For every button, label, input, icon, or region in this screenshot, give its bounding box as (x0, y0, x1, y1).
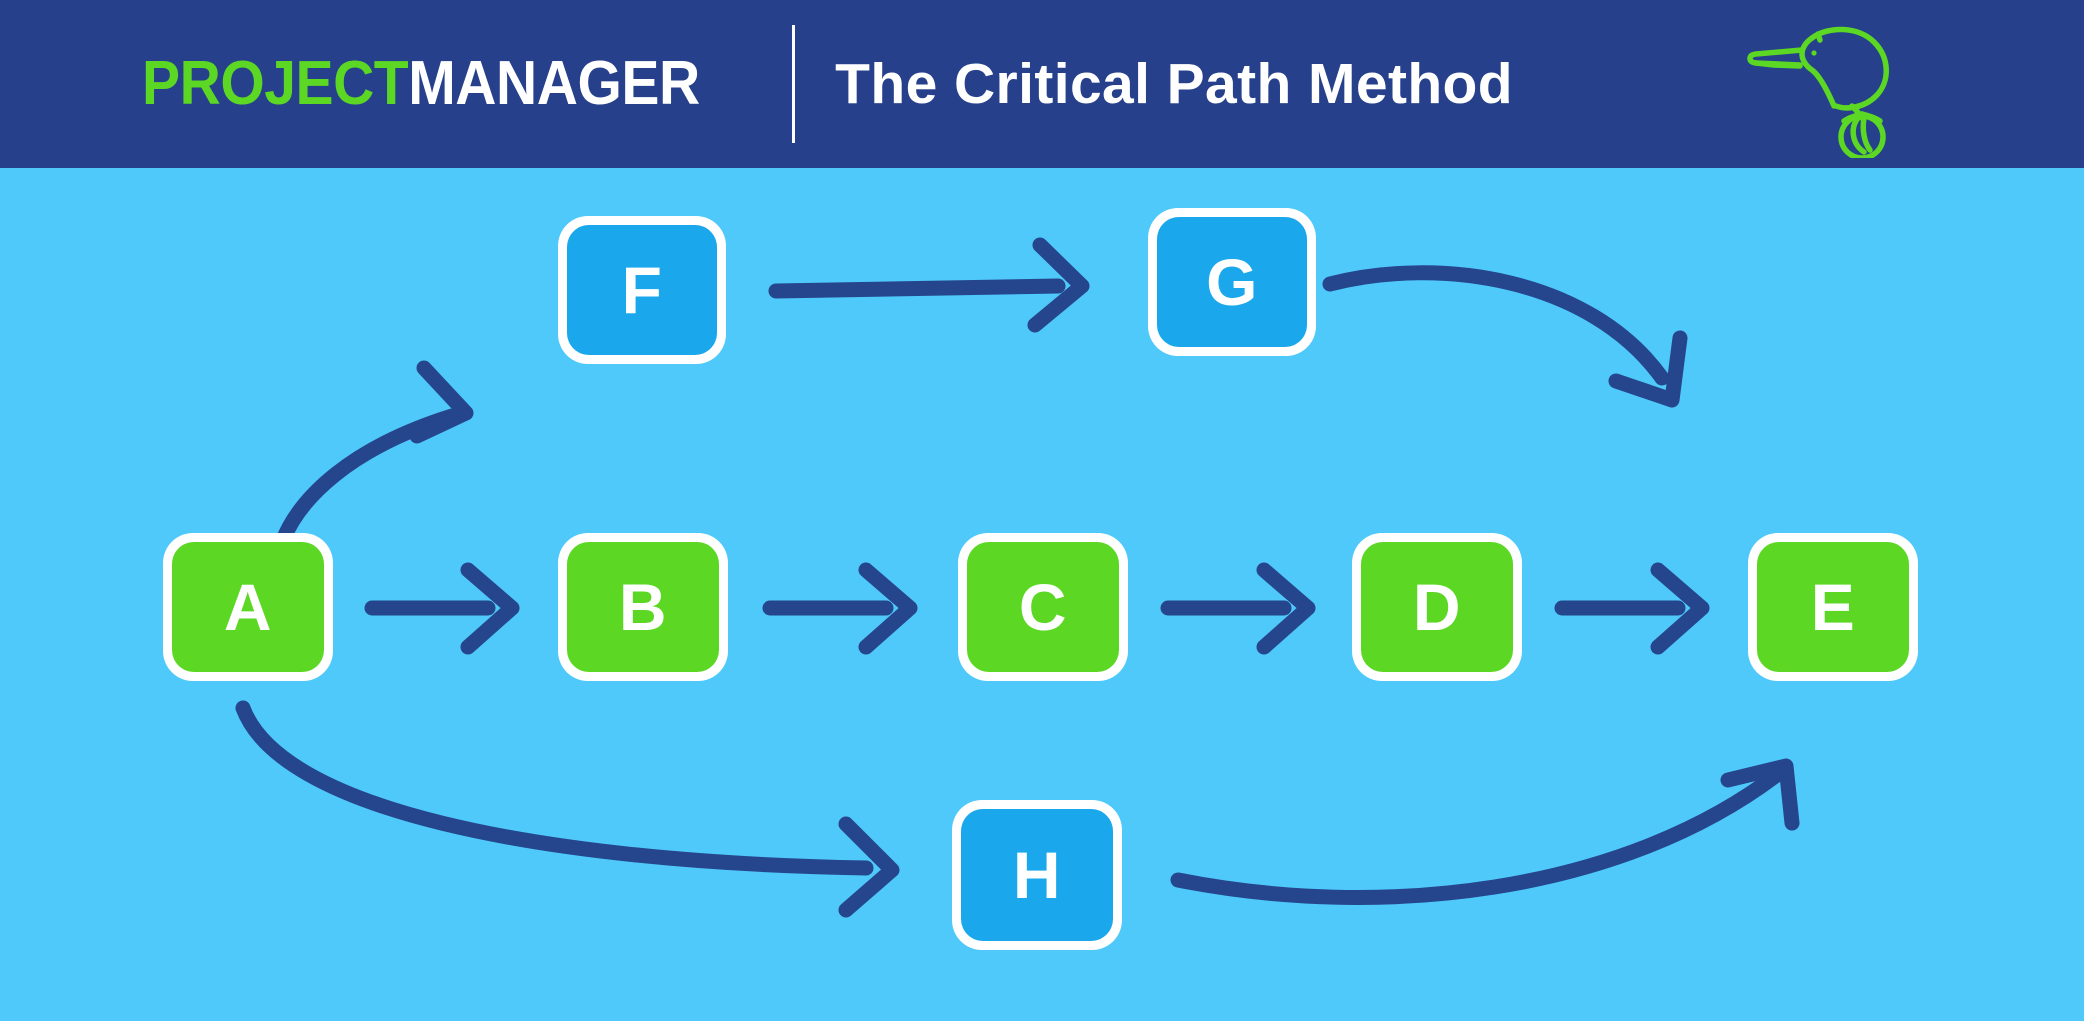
brand-project-text: PROJECT (142, 49, 409, 118)
node-d[interactable]: D (1352, 533, 1522, 681)
node-a-label: A (172, 542, 324, 672)
node-layer: F G A B C D E H (0, 168, 2084, 1021)
node-b[interactable]: B (558, 533, 728, 681)
node-e[interactable]: E (1748, 533, 1918, 681)
node-f-label: F (567, 225, 717, 355)
page-title: The Critical Path Method (835, 51, 1513, 116)
node-g-label: G (1157, 217, 1307, 347)
vertical-divider-icon (792, 25, 796, 143)
node-b-label: B (567, 542, 719, 672)
diagram-canvas: F G A B C D E H (0, 168, 2084, 1021)
node-h-label: H (961, 809, 1113, 941)
brand-manager-text: MANAGER (408, 49, 700, 118)
node-f[interactable]: F (558, 216, 726, 364)
header-content: PROJECTMANAGER The Critical Path Method (142, 0, 1513, 168)
node-c-label: C (967, 542, 1119, 672)
brand-logo-text: PROJECTMANAGER (142, 53, 700, 115)
kiwi-bird-icon (1747, 26, 1889, 158)
node-h[interactable]: H (952, 800, 1122, 950)
node-a[interactable]: A (163, 533, 333, 681)
node-g[interactable]: G (1148, 208, 1316, 356)
page-header: PROJECTMANAGER The Critical Path Method (0, 0, 2084, 168)
node-e-label: E (1757, 542, 1909, 672)
node-c[interactable]: C (958, 533, 1128, 681)
node-d-label: D (1361, 542, 1513, 672)
